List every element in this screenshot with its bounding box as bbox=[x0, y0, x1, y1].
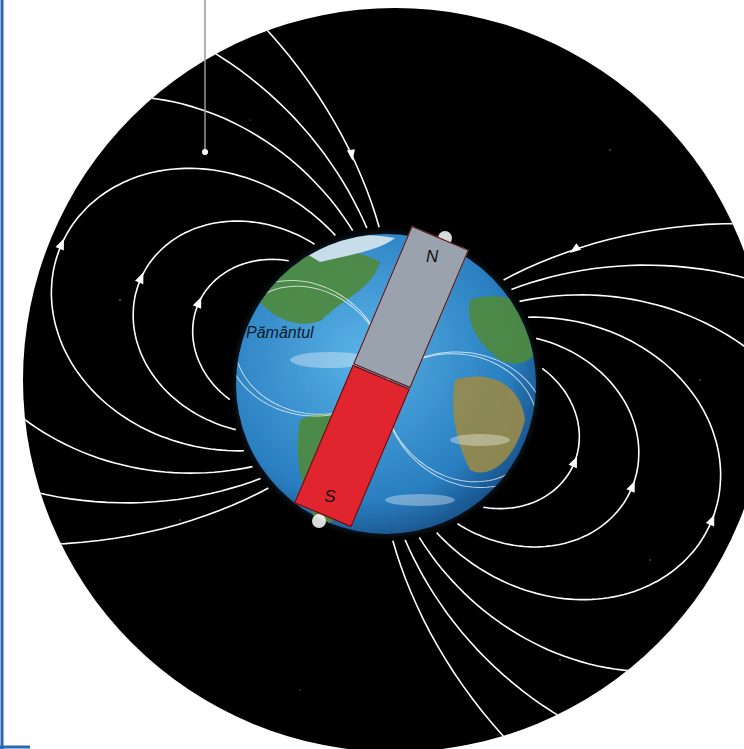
field-arrow bbox=[347, 149, 357, 161]
leader-line bbox=[204, 0, 206, 150]
pole-letter: S bbox=[324, 487, 335, 507]
planet-label: Pământul bbox=[246, 324, 314, 342]
page-rule bbox=[1, 0, 4, 749]
atmosphere-glow bbox=[230, 228, 542, 540]
field-arrow bbox=[569, 455, 582, 469]
space-background bbox=[23, 8, 744, 749]
field-arrow bbox=[135, 271, 148, 285]
pole-letter: N bbox=[425, 247, 437, 267]
stars bbox=[89, 119, 700, 690]
pole-glow bbox=[312, 514, 326, 528]
field-arrow bbox=[706, 513, 719, 527]
leader-dot bbox=[202, 149, 208, 155]
field-arrow bbox=[567, 243, 581, 256]
field-arrow bbox=[626, 479, 639, 493]
field-arrow bbox=[56, 237, 69, 251]
page-rule bbox=[0, 746, 30, 749]
field-arrow bbox=[193, 295, 206, 309]
